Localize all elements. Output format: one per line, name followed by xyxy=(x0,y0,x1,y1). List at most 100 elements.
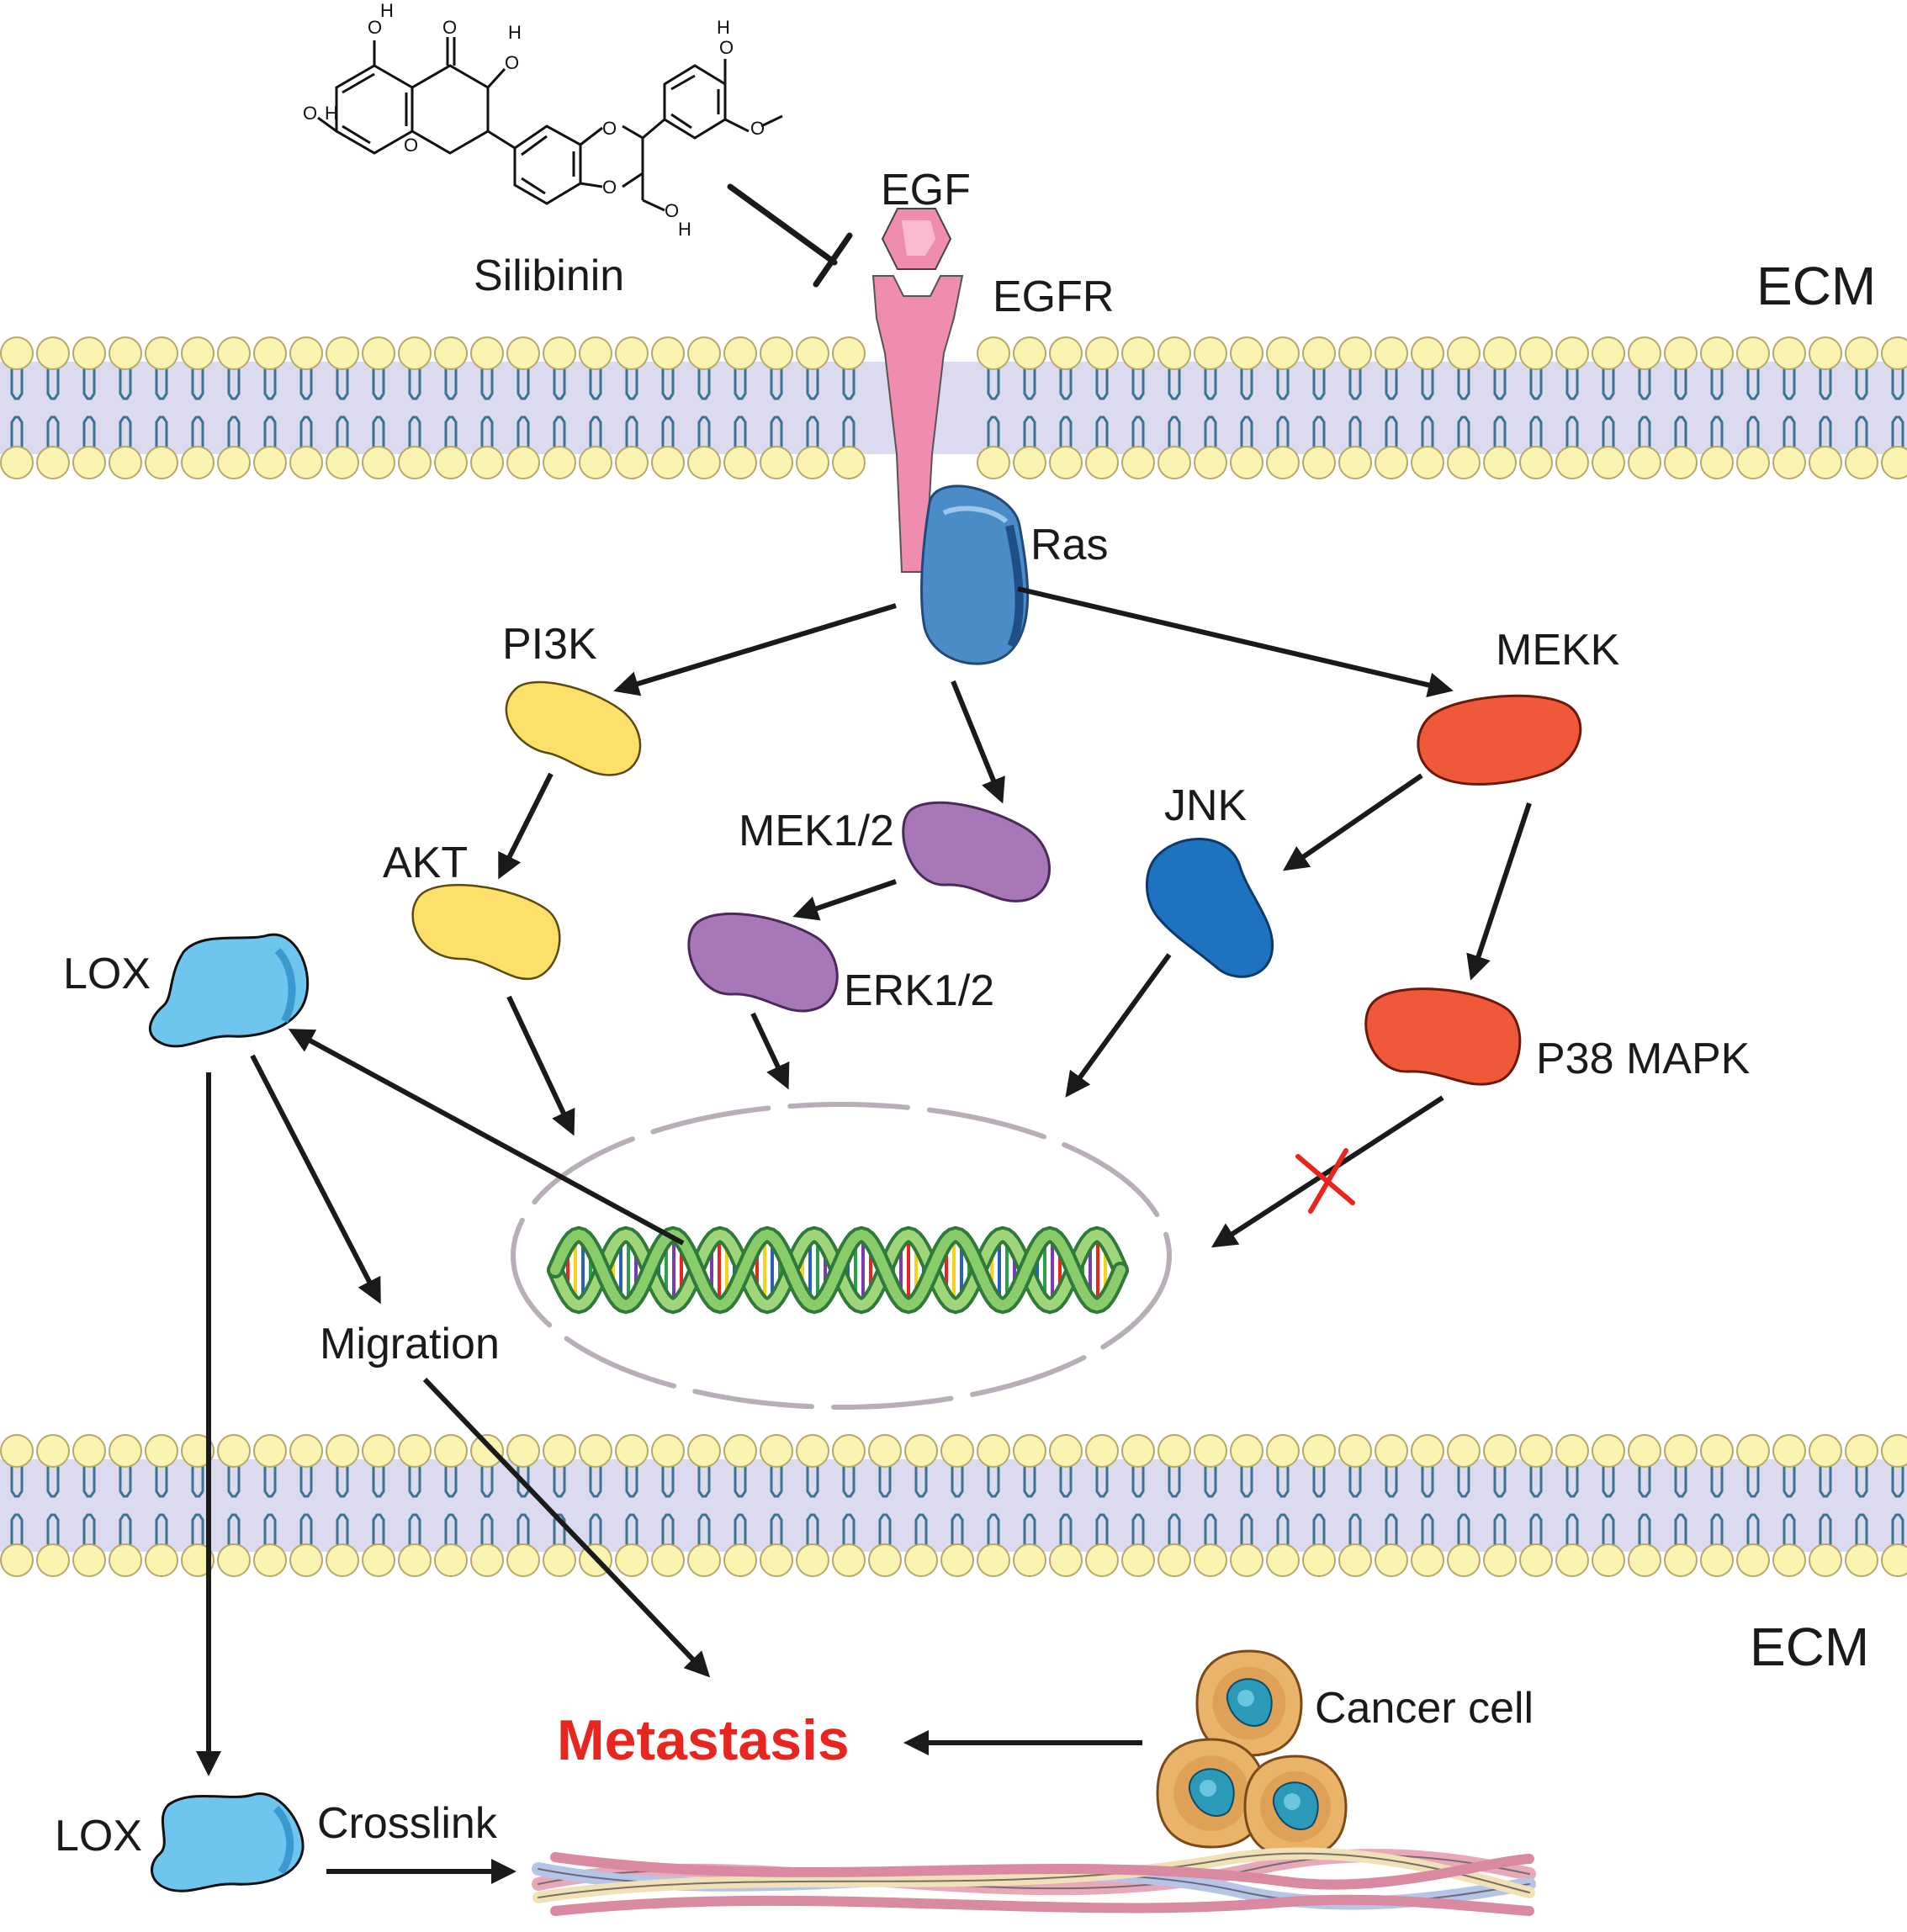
lipid-tail xyxy=(770,365,783,451)
lipid-head xyxy=(543,1543,576,1577)
lipid-tail xyxy=(625,1463,638,1548)
lipid-head xyxy=(1628,336,1661,370)
lipid-head xyxy=(1772,1543,1806,1577)
cell-membrane-bottom xyxy=(0,1434,1907,1577)
lipid-head xyxy=(1338,446,1372,479)
lipid-head xyxy=(1881,446,1907,479)
ecm-label-top: ECM xyxy=(1756,256,1876,316)
lipid-tail xyxy=(1638,365,1651,451)
lipid-head xyxy=(1664,1543,1698,1577)
lipid-head xyxy=(253,446,287,479)
lipid-tail xyxy=(82,1463,96,1548)
lipid-head xyxy=(0,1434,34,1468)
inhibition-bar-icon xyxy=(727,183,853,288)
lipid-head xyxy=(1085,1434,1119,1468)
lipid-tail xyxy=(1095,365,1109,451)
lipid-tail xyxy=(46,1463,60,1548)
lipid-head xyxy=(109,446,142,479)
lipid-tail xyxy=(951,1463,964,1548)
lipid-head xyxy=(181,1543,215,1577)
lipid-head xyxy=(760,1543,793,1577)
lipid-head xyxy=(832,1434,866,1468)
lipid-head xyxy=(1447,336,1481,370)
lipid-tail xyxy=(806,365,819,451)
mekk-protein xyxy=(1417,694,1582,786)
lipid-head xyxy=(1555,336,1589,370)
lipid-head xyxy=(1519,1434,1553,1468)
lipid-tail xyxy=(1457,1463,1470,1548)
lipid-tail xyxy=(1529,365,1543,451)
mek12-label: MEK1/2 xyxy=(739,807,894,855)
lipid-head xyxy=(0,446,34,479)
lipid-tail xyxy=(1746,365,1760,451)
lipid-head xyxy=(506,446,540,479)
lipid-tail xyxy=(1059,1463,1073,1548)
egfr-label: EGFR xyxy=(993,273,1114,321)
lipid-head xyxy=(1375,336,1408,370)
lipid-tail xyxy=(191,1463,204,1548)
lipid-head xyxy=(1157,1434,1191,1468)
dna-strand xyxy=(550,1229,1126,1311)
lipid-head xyxy=(796,1543,829,1577)
nucleus-envelope xyxy=(511,1102,1172,1410)
atom-label: O xyxy=(368,17,382,38)
lipid-head xyxy=(1157,336,1191,370)
lipid-head xyxy=(1628,1434,1661,1468)
lipid-head xyxy=(1483,336,1517,370)
lipid-head xyxy=(543,1434,576,1468)
lox-label-bottom: LOX xyxy=(55,1812,142,1861)
lipid-head xyxy=(470,446,504,479)
lipid-head xyxy=(651,1434,685,1468)
lipid-head xyxy=(1809,336,1842,370)
lipid-tail xyxy=(553,365,566,451)
lipid-tail xyxy=(1348,1463,1362,1548)
lipid-head xyxy=(832,336,866,370)
lipid-head xyxy=(1555,1543,1589,1577)
lipid-head xyxy=(1302,1434,1336,1468)
lipid-head xyxy=(506,1434,540,1468)
lipid-head xyxy=(615,1543,649,1577)
lipid-head xyxy=(1664,446,1698,479)
arrow-nucleus-to-lox xyxy=(288,1029,685,1246)
lipid-head xyxy=(1700,446,1734,479)
lipid-tail xyxy=(46,365,60,451)
lipid-tail xyxy=(1638,1463,1651,1548)
lipid-head xyxy=(398,446,432,479)
lipid-head xyxy=(36,1543,70,1577)
lipid-head xyxy=(326,446,359,479)
lipid-head xyxy=(0,1543,34,1577)
lipid-head xyxy=(1845,1543,1878,1577)
lipid-head xyxy=(470,1543,504,1577)
atom-label: O xyxy=(505,52,519,73)
lipid-head xyxy=(326,1434,359,1468)
lipid-head xyxy=(1555,1434,1589,1468)
lipid-tail xyxy=(1023,365,1036,451)
lipid-head xyxy=(1013,336,1046,370)
lipid-head xyxy=(1592,1543,1625,1577)
lipid-head xyxy=(868,1434,902,1468)
silibinin-label: Silibinin xyxy=(474,251,624,300)
atom-label: O xyxy=(404,135,418,156)
lipid-tail xyxy=(1710,365,1724,451)
lipid-head xyxy=(1592,1434,1625,1468)
lipid-head xyxy=(1049,1434,1083,1468)
lipid-tail xyxy=(1819,365,1832,451)
lipid-head xyxy=(289,336,323,370)
lipid-tail xyxy=(480,365,494,451)
dna-helix-icon xyxy=(547,1225,1129,1315)
lipid-tail xyxy=(372,365,385,451)
arrow-pi3k-to-akt xyxy=(498,772,554,880)
lipid-tail xyxy=(155,365,168,451)
lipid-head xyxy=(796,446,829,479)
atom-label: H xyxy=(678,219,691,240)
lipid-head xyxy=(1845,446,1878,479)
lipid-head xyxy=(1736,1543,1770,1577)
lipid-tail xyxy=(806,1463,819,1548)
lipid-tail xyxy=(1674,1463,1687,1548)
lipid-head xyxy=(1194,1543,1227,1577)
nucleus-highlight xyxy=(1284,1793,1300,1810)
egfr-receptor xyxy=(871,275,964,573)
lipid-tail xyxy=(1783,365,1796,451)
lipid-head xyxy=(977,446,1010,479)
lipid-head xyxy=(1736,336,1770,370)
